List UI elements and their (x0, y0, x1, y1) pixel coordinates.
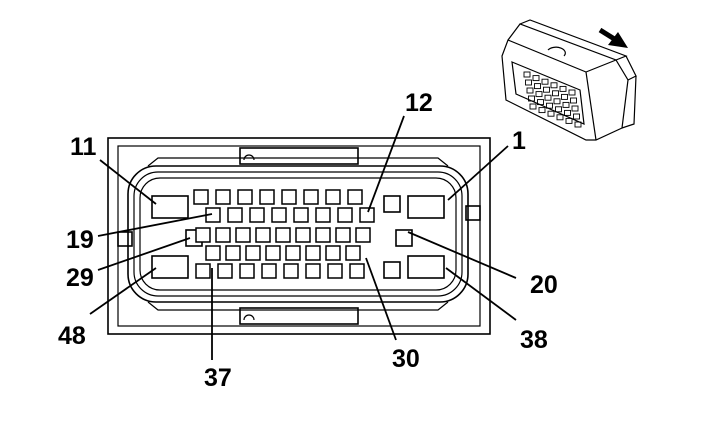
pin-cavity (239, 263, 255, 279)
pin-cavity (335, 227, 351, 243)
mini-pin-cavity (534, 83, 541, 90)
pin-cavity (195, 227, 211, 243)
mini-pin-cavity (573, 113, 580, 120)
leader-line-30 (365, 257, 397, 341)
pin-label-38: 38 (520, 326, 548, 354)
mini-pin-cavity (552, 90, 559, 97)
mini-pin-cavity (532, 75, 540, 82)
mini-pin-cavity (525, 79, 532, 86)
pin-cavity (265, 245, 281, 261)
leader-line-1 (447, 145, 509, 201)
pin-cavity (237, 189, 253, 205)
pin-cavity (195, 263, 211, 279)
mini-pin-cavity (544, 94, 552, 101)
pin-cavity (215, 189, 231, 205)
mini-pin-cavity (568, 89, 576, 96)
arrow-down-right-icon (598, 27, 628, 48)
pin-cavity (205, 245, 221, 261)
pin-cavity (245, 245, 261, 261)
mini-pin-cavity (528, 95, 535, 102)
pin-label-11: 11 (70, 133, 97, 161)
mini-pin-cavity (561, 93, 568, 100)
mini-pin-cavity (535, 91, 543, 98)
pin-cavity (293, 207, 309, 223)
pin-cavity (215, 227, 231, 243)
pin-cavity (281, 189, 297, 205)
pin-cavities (151, 189, 445, 279)
pin-cavity (227, 207, 243, 223)
pin-labels: 11 12 1 19 20 29 48 38 37 30 (58, 89, 558, 392)
pin-cavity (225, 245, 241, 261)
leader-line-38 (445, 267, 517, 321)
mini-pin-cavity (541, 78, 549, 85)
mini-pin-cavity (526, 87, 534, 94)
mini-pin-cavity (570, 97, 577, 104)
mini-pin-cavity (571, 105, 579, 112)
mini-pin-cavity (543, 86, 550, 93)
pin-label-48: 48 (58, 322, 86, 350)
pin-cavity (285, 245, 301, 261)
mini-pin-cavity (564, 109, 571, 116)
pin-label-12: 12 (405, 89, 433, 117)
pin-cavity (261, 263, 277, 279)
pin-cavity (349, 263, 365, 279)
pin-cavity (283, 263, 299, 279)
mini-pin-cavity (553, 98, 561, 105)
connector-housing (107, 137, 491, 335)
pin-cavity (295, 227, 311, 243)
pin-label-29: 29 (66, 264, 94, 292)
pin-cavity (327, 263, 343, 279)
pin-cavity (305, 245, 321, 261)
pin-cavity (249, 207, 265, 223)
pin-cavity (345, 245, 361, 261)
leader-line-19 (97, 213, 213, 237)
leader-line-29 (97, 237, 191, 271)
leader-line-20 (407, 231, 517, 279)
pin-cavity (303, 189, 319, 205)
pin-cavity (259, 189, 275, 205)
pin-cavity (305, 263, 321, 279)
pin-cavity (359, 207, 375, 223)
pin-cavity (355, 227, 371, 243)
pin-cavity (325, 189, 341, 205)
pin-cavity (217, 263, 233, 279)
mini-pin-cavity (556, 114, 564, 121)
pin-label-19: 19 (66, 226, 94, 254)
mini-pin-cavity (550, 82, 558, 89)
pin-cavity (255, 227, 271, 243)
pin-cavity (315, 207, 331, 223)
connector-perspective-icon (501, 19, 637, 141)
mini-pin-cavity (523, 71, 531, 78)
pin-cavity (315, 227, 331, 243)
pin-cavity (275, 227, 291, 243)
pin-label-20: 20 (530, 271, 558, 299)
leader-line-11 (99, 159, 157, 205)
pin-cavity (337, 207, 353, 223)
leader-line-12 (367, 115, 405, 213)
mini-pin-cavity (574, 121, 582, 128)
mini-pin-cavity (555, 106, 562, 113)
leader-lines (89, 115, 517, 360)
mini-pin-cavity (565, 117, 573, 124)
pin-label-1: 1 (512, 127, 526, 155)
pin-cavity (235, 227, 251, 243)
pin-label-37: 37 (204, 364, 232, 392)
pin-cavity (193, 189, 209, 205)
mini-pin-cavity (529, 103, 537, 110)
mini-pin-cavity (537, 99, 544, 106)
mini-pin-cavity (559, 85, 567, 92)
pin-label-30: 30 (392, 345, 420, 373)
mini-pin-cavity (562, 101, 570, 108)
leader-line-48 (89, 267, 157, 315)
pin-cavity (325, 245, 341, 261)
pin-cavity (347, 189, 363, 205)
mini-pin-cavity (538, 107, 546, 114)
mini-pin-cavity (547, 110, 555, 117)
pin-cavity (271, 207, 287, 223)
pin-grid (193, 189, 375, 279)
mini-pin-cavity (546, 102, 553, 109)
